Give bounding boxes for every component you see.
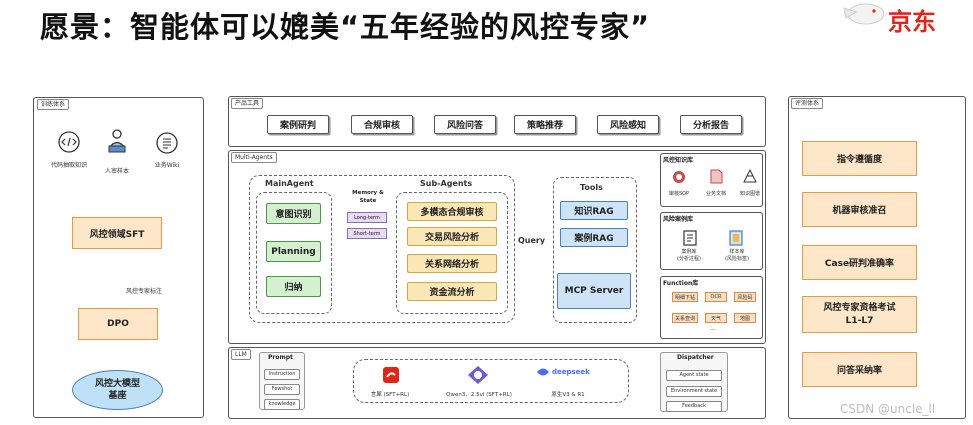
llm-tag: LLM [231,349,251,360]
models-frame [353,359,629,403]
case-base-tag: 风险案例库 [663,216,694,223]
logo-text: 京东 [888,8,936,36]
product-button-strategy-recommendation[interactable]: 策略推荐 [514,115,576,134]
multi-agents-tag: Multi-Agents [231,152,277,163]
main-agent-title: MainAgent [265,179,314,188]
product-button-risk-perception[interactable]: 风险感知 [597,115,659,134]
eval-case-accuracy: Case研判准确率 [802,245,917,280]
query-label: Query [518,236,546,245]
dispatcher-agent-state: Agent state [666,370,722,381]
sub-agent-relation-network: 关系网络分析 [407,254,497,273]
expert-annotation-label: 风控专家标注 [126,288,163,295]
kb-label-doc: 业务文档 [705,191,726,197]
main-agent-frame [256,192,332,314]
jd-dog-icon [843,3,885,25]
prompt-fewshot: Fewshot [264,384,300,395]
base-model-ellipse: 风控大模型 基座 [72,370,163,410]
product-tag: 产品工具 [231,98,264,109]
short-term-memory: Short-term [347,228,387,239]
tools-title: Tools [580,183,603,192]
case-book-icon [681,229,699,247]
planning-box: Planning [266,241,321,262]
product-button-case-judgment[interactable]: 案例研判 [267,115,329,134]
function-more: ... [710,325,716,332]
sub-agents-title: Sub-Agents [420,179,473,188]
product-button-risk-qa[interactable]: 风险问答 [434,115,496,134]
summarize-box: 归纳 [266,276,321,297]
prompt-instruction: Instruction [264,369,300,380]
jd-logo [836,0,966,38]
eval-machine-review: 机器审核准召 [802,192,917,227]
watermark: CSDN @uncle_ll [840,402,936,416]
function-drilldown: 明细下钻 [672,292,698,302]
prompt-knowledge: knowledge [264,399,300,410]
knowledge-base-tag: 风控知识库 [663,157,694,164]
evaluation-tag: 评测体系 [791,98,824,109]
dpo-box: DPO [78,308,158,340]
document-icon [155,131,179,155]
code-icon [57,130,81,154]
function-relation-query: 关系查询 [672,313,698,323]
sop-icon [671,169,687,185]
sub-agent-fund-flow: 资金流分析 [407,282,497,301]
function-library-panel [660,276,763,339]
sub-agent-multimodal-compliance: 多模态合规审核 [407,202,497,221]
product-button-analysis-report[interactable]: 分析报告 [680,115,742,134]
memory-title: Memory & State [352,190,384,204]
eval-expert-exam: 风控专家资格考试 L1-L7 [802,296,917,333]
sub-agents-frame [396,192,508,314]
tools-frame [553,177,637,323]
yanxi-logo [381,365,401,385]
case-label-sample: 样本库 (风险标签) [725,249,749,262]
mcp-server-box: MCP Server [557,273,631,309]
model-label-deepseek: 原生V3 & R1 [551,392,585,398]
function-weather: 天气 [705,313,727,323]
deepseek-brand-text: deepseek [552,368,590,376]
knowledge-rag-box: 知识RAG [560,201,628,220]
intent-recognition-box: 意图识别 [266,203,321,224]
case-base-panel [660,212,763,270]
qwen-logo [466,364,490,386]
model-label-qwen: Qwen3、2.5vl (SFT+RL) [446,392,512,398]
sub-agent-transaction-risk: 交易风险分析 [407,227,497,246]
product-button-compliance-review[interactable]: 合规审核 [351,115,413,134]
kb-label-graph: 知识图谱 [739,191,760,197]
source-label-person: 人审样本 [104,168,129,175]
long-term-memory: Long-term [347,212,387,223]
product-tools-panel [228,96,766,147]
agent-group-frame [249,175,515,323]
person-computer-icon [104,127,130,155]
function-library-tag: Function库 [663,280,699,287]
page-title: 愿景：智能体可以媲美“五年经验的风控专家” [40,10,651,44]
function-risk-code: 风险码 [734,292,756,302]
eval-instruction-following: 指令遵循度 [802,141,917,176]
sft-box: 风控领域SFT [72,217,162,249]
dispatcher-feedback: Feedback [666,401,722,412]
case-rag-box: 案例RAG [560,228,628,247]
training-tag: 训练体系 [37,99,70,110]
prompt-title: Prompt [268,354,293,361]
sample-book-icon [727,229,745,247]
dispatcher-environment-state: Environment state [666,386,722,397]
source-label-code: 代码抽取知识 [50,162,87,169]
deepseek-logo: deepseek [536,367,590,377]
eval-qa-adoption: 问答采纳率 [802,352,917,387]
function-map: 地图 [734,313,756,323]
doc-icon [708,168,724,185]
graph-icon [741,167,759,185]
kb-label-sop: 审核SOP [668,191,690,197]
function-ocr: OCR [705,292,727,302]
dispatcher-title: Dispatcher [677,354,714,361]
source-label-wiki: 业务Wiki [154,162,180,169]
model-label-yanxi: 言犀 (SFT+RL) [370,392,410,398]
case-label-analysis: 案例库 (分析过程) [677,249,701,262]
